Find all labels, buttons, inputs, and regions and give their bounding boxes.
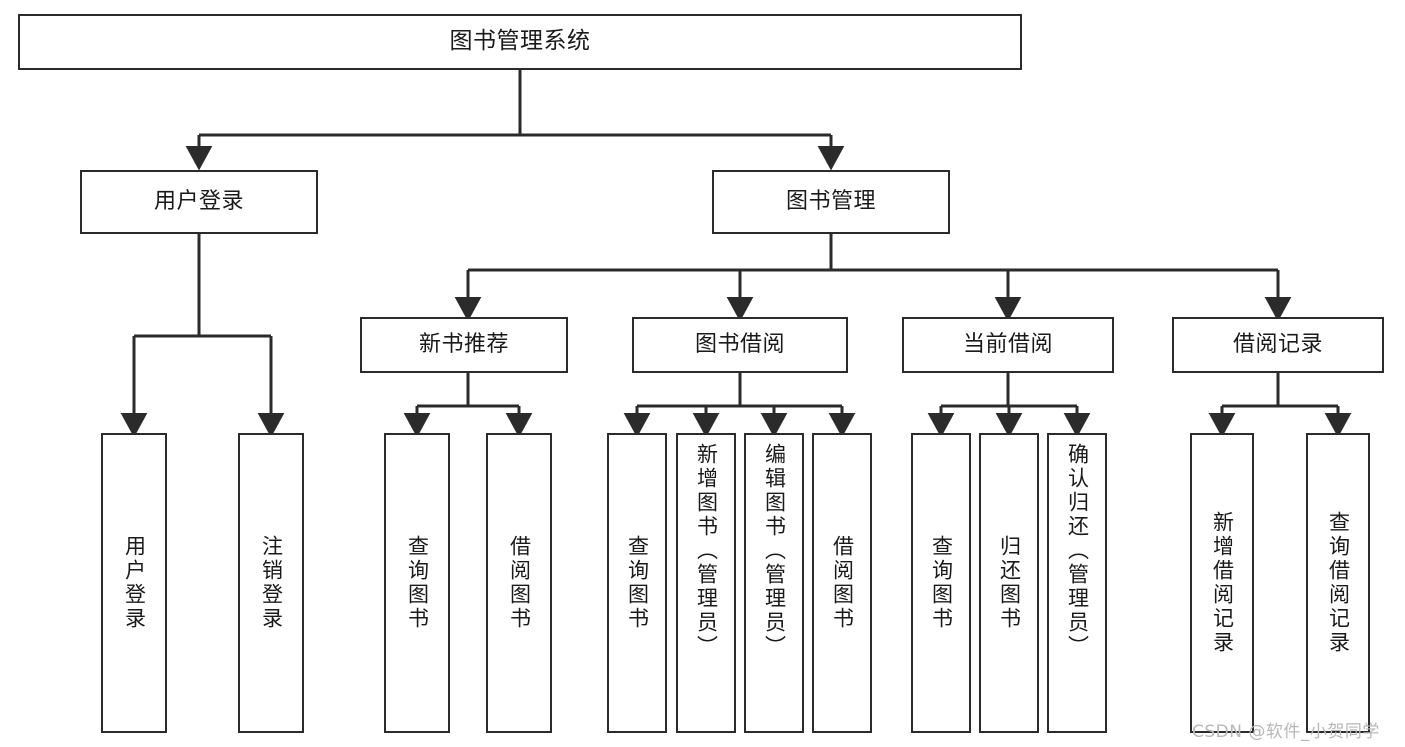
node-label: 查询图书 xyxy=(405,535,430,631)
leaf-current-query-books[interactable]: 查询图书 xyxy=(911,433,971,733)
node-label: 新增图书（管理员） xyxy=(694,443,719,659)
node-label: 图书借阅 xyxy=(694,332,785,358)
node-book-borrow[interactable]: 图书借阅 xyxy=(632,317,848,373)
node-label: 借阅图书 xyxy=(830,535,855,631)
node-user-login[interactable]: 用户登录 xyxy=(80,170,318,234)
node-label: 查询图书 xyxy=(625,535,650,631)
node-label: 用户登录 xyxy=(153,189,244,215)
node-label: 图书管理 xyxy=(785,189,876,215)
node-new-book-recommend[interactable]: 新书推荐 xyxy=(360,317,568,373)
node-label: 新书推荐 xyxy=(418,332,509,358)
node-label: 用户登录 xyxy=(122,535,147,631)
leaf-user-login-signin[interactable]: 用户登录 xyxy=(101,433,167,733)
csdn-watermark: CSDN @软件_小贺同学 xyxy=(1192,722,1380,742)
node-current-borrow[interactable]: 当前借阅 xyxy=(902,317,1114,373)
node-label: 注销登录 xyxy=(259,535,284,631)
leaf-current-confirm-return-admin[interactable]: 确认归还（管理员） xyxy=(1047,433,1107,733)
node-root-book-management-system[interactable]: 图书管理系统 xyxy=(18,14,1022,70)
leaf-borrow-borrow-books[interactable]: 借阅图书 xyxy=(812,433,872,733)
leaf-new-book-borrow-books[interactable]: 借阅图书 xyxy=(486,433,552,733)
leaf-current-return-books[interactable]: 归还图书 xyxy=(979,433,1039,733)
leaf-new-book-query-books[interactable]: 查询图书 xyxy=(384,433,450,733)
leaf-record-add-borrow-record[interactable]: 新增借阅记录 xyxy=(1190,433,1254,733)
node-label: 编辑图书（管理员） xyxy=(762,443,787,659)
node-label: 归还图书 xyxy=(997,535,1022,631)
node-label: 查询图书 xyxy=(929,535,954,631)
leaf-record-query-borrow-record[interactable]: 查询借阅记录 xyxy=(1306,433,1370,733)
node-label: 当前借阅 xyxy=(962,332,1053,358)
node-label: 图书管理系统 xyxy=(449,28,591,55)
node-borrow-record[interactable]: 借阅记录 xyxy=(1172,317,1384,373)
leaf-borrow-add-book-admin[interactable]: 新增图书（管理员） xyxy=(676,433,736,733)
leaf-borrow-query-books[interactable]: 查询图书 xyxy=(607,433,667,733)
leaf-user-login-signout[interactable]: 注销登录 xyxy=(238,433,304,733)
leaf-borrow-edit-book-admin[interactable]: 编辑图书（管理员） xyxy=(744,433,804,733)
node-label: 查询借阅记录 xyxy=(1326,511,1351,655)
node-label: 确认归还（管理员） xyxy=(1065,443,1090,659)
node-label: 新增借阅记录 xyxy=(1210,511,1235,655)
node-book-management[interactable]: 图书管理 xyxy=(712,170,950,234)
node-label: 借阅图书 xyxy=(507,535,532,631)
node-label: 借阅记录 xyxy=(1232,332,1323,358)
